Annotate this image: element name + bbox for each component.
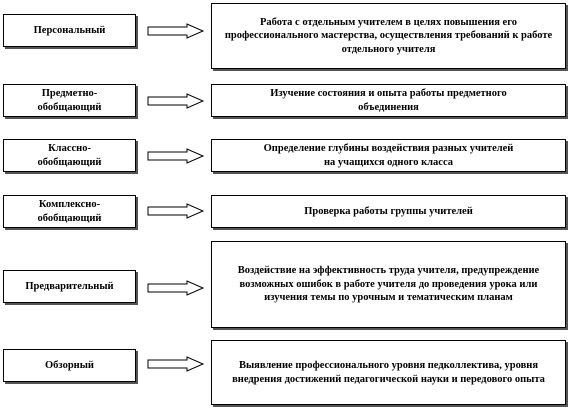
description-box-subject-generalizing: Изучение состояния и опыта работы предме…	[211, 84, 566, 117]
arrow-right-icon	[147, 280, 205, 296]
type-box-overview: Обзорный	[3, 349, 136, 382]
description-text: Проверка работы группы учителей	[304, 205, 473, 217]
type-box-preliminary: Предварительный	[3, 270, 136, 303]
description-box-personal: Работа с отдельным учителем в целях повы…	[211, 3, 566, 69]
description-box-overview: Выявление профессионального уровня педко…	[211, 340, 566, 405]
type-box-class-generalizing: Классно-обобщающий	[3, 139, 136, 172]
type-box-subject-generalizing: Предметно-обобщающий	[3, 84, 136, 117]
type-label: Персональный	[33, 24, 106, 36]
description-text: Изучение состояния и опыта работы предме…	[270, 87, 507, 113]
description-text: Определение глубины воздействия разных у…	[263, 142, 514, 168]
description-text: Воздействие на эффективность труда учите…	[237, 265, 540, 304]
type-label: Обзорный	[45, 359, 94, 371]
description-box-preliminary: Воздействие на эффективность труда учите…	[211, 241, 566, 328]
type-box-complex-generalizing: Комплексно-обобщающий	[3, 195, 136, 228]
arrow-right-icon	[147, 148, 205, 164]
arrow-right-icon	[147, 93, 205, 109]
arrow-right-icon	[147, 203, 205, 219]
description-box-class-generalizing: Определение глубины воздействия разных у…	[211, 139, 566, 172]
type-label: Предварительный	[25, 280, 114, 292]
type-label: Классно-обобщающий	[37, 142, 102, 168]
type-label: Комплексно-обобщающий	[37, 198, 102, 224]
description-text: Выявление профессионального уровня педко…	[232, 359, 545, 385]
arrow-right-icon	[147, 356, 205, 372]
description-text: Работа с отдельным учителем в целях повы…	[224, 16, 553, 55]
description-box-complex-generalizing: Проверка работы группы учителей	[211, 195, 566, 228]
type-box-personal: Персональный	[3, 14, 136, 47]
type-label: Предметно-обобщающий	[37, 87, 102, 113]
arrow-right-icon	[147, 23, 205, 39]
